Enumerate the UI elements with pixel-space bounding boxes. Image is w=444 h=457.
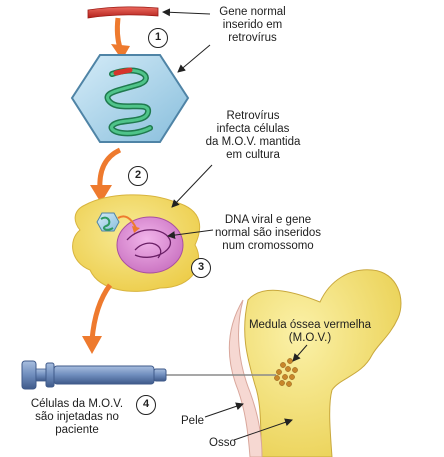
arrow-cell-to-syringe [82, 283, 113, 354]
skin-layer [228, 299, 263, 457]
label-bone: Osso [209, 437, 236, 449]
arrow-virus-to-cell [90, 147, 122, 203]
cell-nucleus [116, 216, 184, 274]
label-dna: DNA viral e gene normal são inseridos nu… [214, 214, 322, 252]
step-marker-3: 3 [191, 258, 211, 278]
step-marker-1: 1 [148, 28, 168, 48]
syringe [21, 360, 276, 390]
label-gene: Gene normal inserido em retrovírus [219, 6, 286, 44]
retrovirus-capsid [70, 54, 190, 143]
mini-retrovirus [96, 212, 120, 232]
label-skin: Pele [181, 415, 205, 427]
chromosome-strands [126, 229, 171, 259]
callout-lines [162, 8, 308, 441]
label-marrow: Medula óssea vermelha (M.O.V.) [248, 319, 372, 344]
step-marker-2: 2 [128, 166, 148, 186]
label-infect: Retrovírus infecta células da M.O.V. man… [205, 110, 301, 161]
marrow-cell [72, 194, 201, 292]
bone [228, 269, 402, 457]
inserted-gene-segment [113, 67, 133, 76]
arrow-gene-to-virus [111, 17, 130, 60]
step-marker-4: 4 [136, 395, 156, 415]
marrow-cells-cluster [274, 358, 298, 387]
label-inject: Células da M.O.V. são injetadas no pacie… [30, 398, 124, 436]
normal-gene [87, 6, 159, 19]
